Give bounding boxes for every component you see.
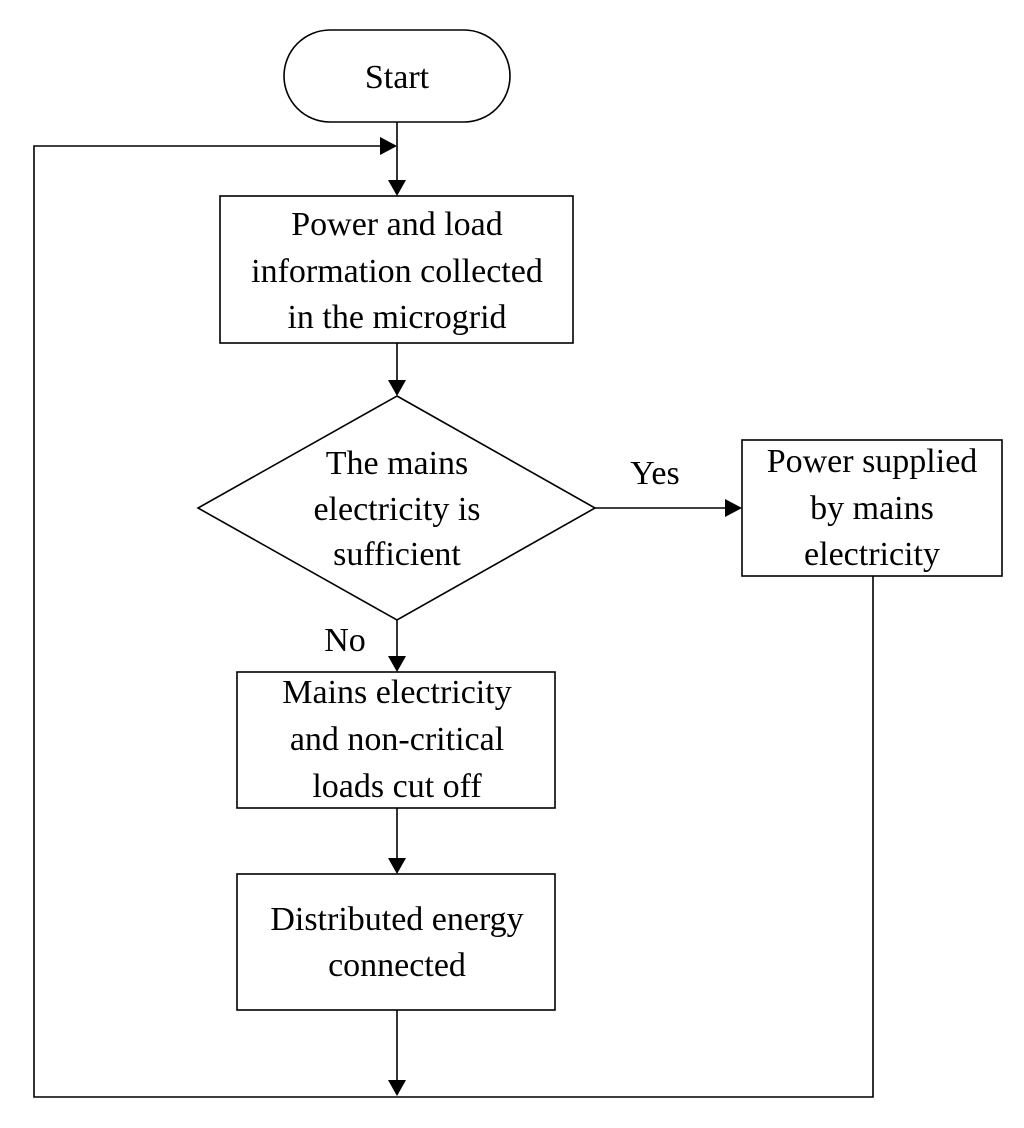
start-terminal-shape xyxy=(283,29,511,123)
cutoff-node: Mains electricity and non-critical loads… xyxy=(236,671,556,809)
distributed-label-line-2: connected xyxy=(328,947,466,984)
supplied-node: Power supplied by mains electricity xyxy=(741,439,1003,577)
collect-node: Power and load information collected in … xyxy=(219,195,574,344)
edge-loop-back xyxy=(33,145,397,1098)
cutoff-label-line-2: and non-critical xyxy=(290,721,504,758)
decision-label-line-1: The mains xyxy=(326,445,469,482)
arrowheads xyxy=(380,137,742,1096)
connectors xyxy=(33,122,874,1098)
arrowhead-to-collect xyxy=(388,180,406,196)
start-label: Start xyxy=(365,59,430,96)
collect-label-line-1: Power and load xyxy=(291,206,503,243)
arrowhead-to-decision xyxy=(388,380,406,396)
cutoff-label-line-1: Mains electricity xyxy=(282,674,511,711)
decision-diamond-shape xyxy=(196,395,597,621)
decision-node: The mains electricity is sufficient xyxy=(196,395,597,621)
supplied-label-line-2: by mains xyxy=(810,490,934,527)
decision-label-line-2: electricity is xyxy=(313,491,480,528)
supplied-process-shape xyxy=(741,439,1003,577)
arrowhead-to-merge xyxy=(388,1080,406,1096)
cutoff-label-line-3: loads cut off xyxy=(312,768,482,805)
supplied-label-line-1: Power supplied xyxy=(767,443,978,480)
cutoff-process-shape xyxy=(236,671,556,809)
distributed-label-line-1: Distributed energy xyxy=(270,901,523,938)
arrowhead-to-distributed xyxy=(388,858,406,874)
edge-supplied-to-merge xyxy=(397,576,874,1098)
distributed-node: Distributed energy connected xyxy=(236,873,556,1011)
distributed-process-shape xyxy=(236,873,556,1011)
collect-label-line-2: information collected xyxy=(251,253,543,290)
yes-label: Yes xyxy=(630,455,679,492)
supplied-label-line-3: electricity xyxy=(804,536,940,573)
start-node: Start xyxy=(283,29,511,123)
arrowhead-loop xyxy=(380,137,397,155)
arrowhead-to-cutoff xyxy=(388,656,406,672)
collect-process-shape xyxy=(219,195,574,344)
collect-label-line-3: in the microgrid xyxy=(287,299,506,336)
no-label: No xyxy=(324,622,366,659)
arrowhead-to-supplied xyxy=(725,499,742,517)
decision-label-line-3: sufficient xyxy=(333,536,461,573)
